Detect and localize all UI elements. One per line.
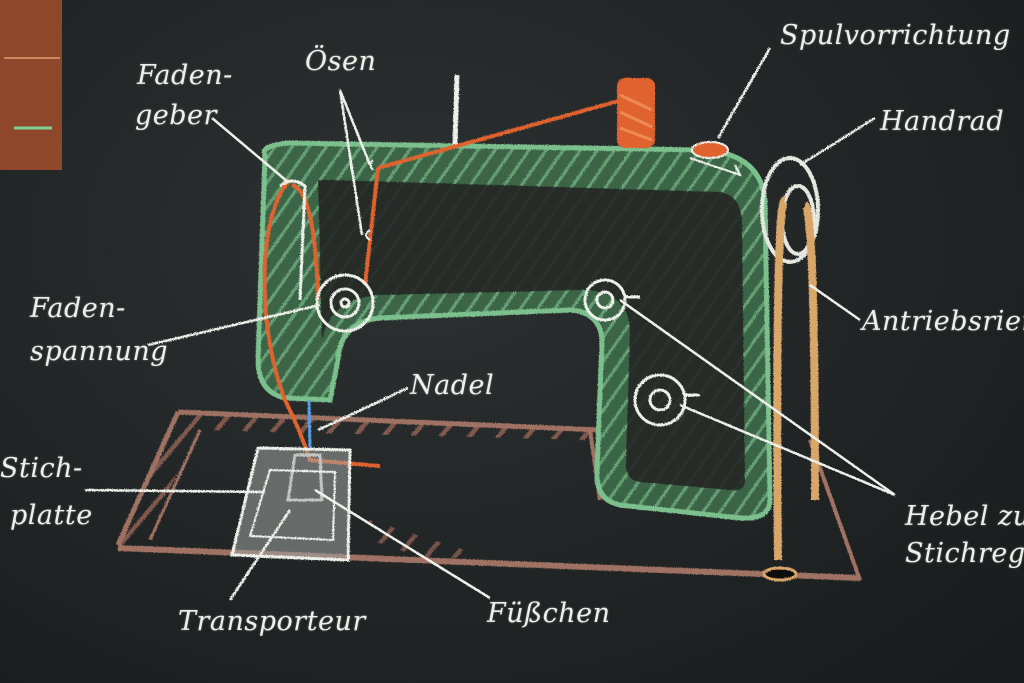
label-faden-spannung-2: spannung <box>30 336 169 367</box>
drive-belt <box>773 196 819 561</box>
thread-spool <box>617 78 655 148</box>
label-fuesschen: Füßchen <box>487 598 611 629</box>
label-spulvorrichtung: Spulvorrichtung <box>780 20 1011 51</box>
stitch-regulator-dials <box>583 278 700 427</box>
label-hebel-2: Stichregu <box>905 538 1024 569</box>
label-transporteur: Transporteur <box>178 606 366 637</box>
bobbin-winder <box>689 141 742 177</box>
label-faden-geber-1: Faden- <box>137 60 233 91</box>
spool-pin <box>452 74 460 146</box>
tension-dial <box>315 273 375 333</box>
thread-path <box>262 98 623 468</box>
label-antriebsriemen: Antriebsriem <box>862 306 1024 337</box>
label-stichplatte-2: platte <box>10 500 93 531</box>
label-hebel-1: Hebel zu <box>905 501 1024 532</box>
thread-take-up <box>279 179 307 301</box>
leader-lines <box>84 47 896 601</box>
label-faden-geber-2: geber <box>135 100 217 131</box>
label-nadel: Nadel <box>410 370 495 401</box>
eyelets <box>365 159 374 241</box>
label-handrad: Handrad <box>880 106 1005 137</box>
needle-plate <box>230 446 352 562</box>
label-faden-spannung-1: Faden- <box>30 293 126 324</box>
label-stichplatte-1: Stich- <box>0 453 83 484</box>
board-corner-object <box>0 0 62 170</box>
label-oesen: Ösen <box>305 46 377 77</box>
